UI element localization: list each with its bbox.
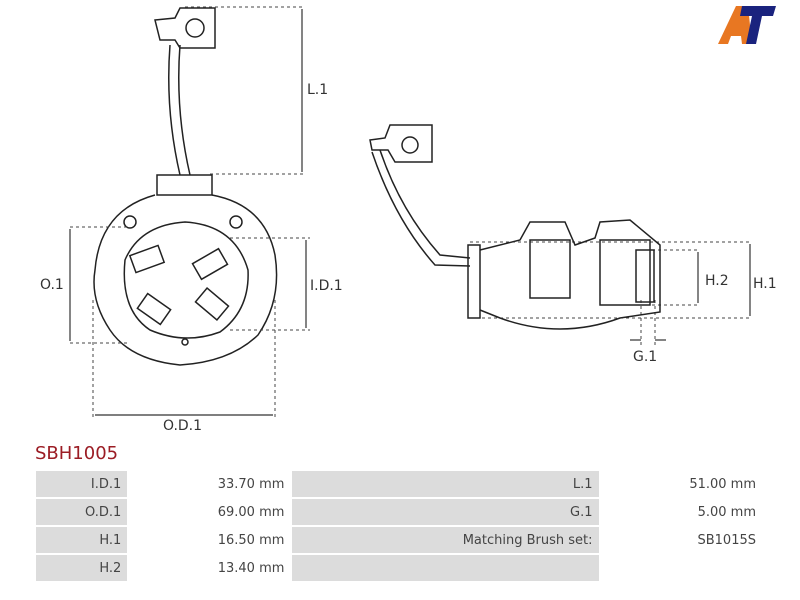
spec-label: H.2 [36,555,128,581]
spec-value: 69.00 mm [129,499,291,525]
label-od1: O.D.1 [163,418,203,434]
spec-label [292,555,599,581]
table-row: H.1 16.50 mm Matching Brush set: SB1015S [36,527,762,553]
spec-value: 16.50 mm [129,527,291,553]
part-number: SBH1005 [35,443,119,464]
top-view [93,7,278,366]
table-row: I.D.1 33.70 mm L.1 51.00 mm [36,471,762,497]
spec-table: I.D.1 33.70 mm L.1 51.00 mm O.D.1 69.00 … [34,469,764,583]
at-logo [718,6,776,44]
side-view [369,124,661,330]
spec-value: SB1015S [600,527,762,553]
label-h1: H.1 [753,276,777,292]
table-row: O.D.1 69.00 mm G.1 5.00 mm [36,499,762,525]
spec-label: L.1 [292,471,599,497]
spec-value: 33.70 mm [129,471,291,497]
spec-label: O.D.1 [36,499,128,525]
spec-value [600,555,762,581]
label-id1: I.D.1 [310,278,343,294]
dimension-arrows [69,9,751,416]
spec-label: Matching Brush set: [292,527,599,553]
label-g1: G.1 [633,349,658,365]
label-o1: O.1 [40,277,64,293]
table-row: H.2 13.40 mm [36,555,762,581]
label-h2: H.2 [705,273,729,289]
spec-label: G.1 [292,499,599,525]
brush-holder-drawing [69,6,752,420]
spec-value: 13.40 mm [129,555,291,581]
label-l1: L.1 [307,82,329,98]
dimension-lines [70,6,752,420]
spec-value: 51.00 mm [600,471,762,497]
spec-value: 5.00 mm [600,499,762,525]
spec-label: I.D.1 [36,471,128,497]
spec-label: H.1 [36,527,128,553]
